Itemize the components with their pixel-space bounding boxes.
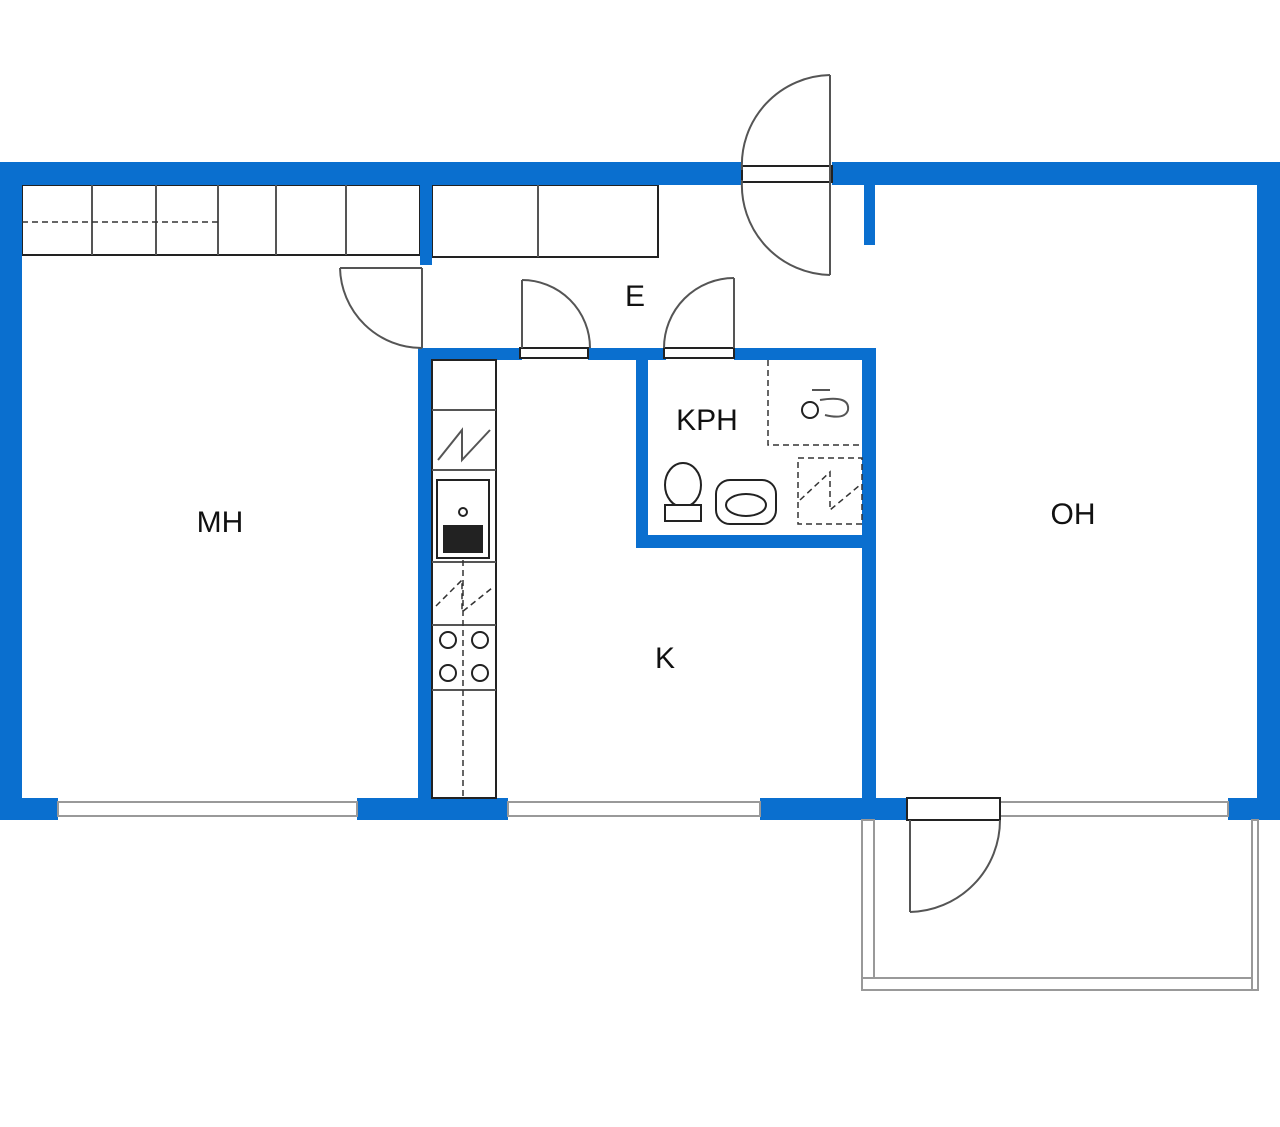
windows — [57, 801, 1229, 817]
bedroom-door — [339, 267, 423, 349]
toilet-icon — [664, 462, 702, 522]
stove-icon — [439, 631, 489, 682]
kitchen-door — [519, 279, 591, 359]
kitchen-counter — [431, 359, 497, 799]
bathroom-fixtures — [664, 360, 863, 525]
entrance-door — [740, 74, 833, 276]
walls — [0, 162, 1280, 820]
room-label-bathroom: KPH — [676, 404, 738, 437]
room-label-kitchen: K — [655, 642, 675, 675]
room-label-living-room: OH — [1051, 498, 1096, 531]
balcony — [861, 819, 1259, 991]
washbasin-icon — [715, 479, 777, 525]
room-label-bedroom: MH — [197, 506, 244, 539]
closets — [21, 184, 659, 258]
shower-icon — [801, 389, 850, 419]
bathroom-door — [663, 277, 735, 359]
balcony-door — [906, 797, 1001, 913]
room-label-entrance: E — [625, 280, 645, 313]
